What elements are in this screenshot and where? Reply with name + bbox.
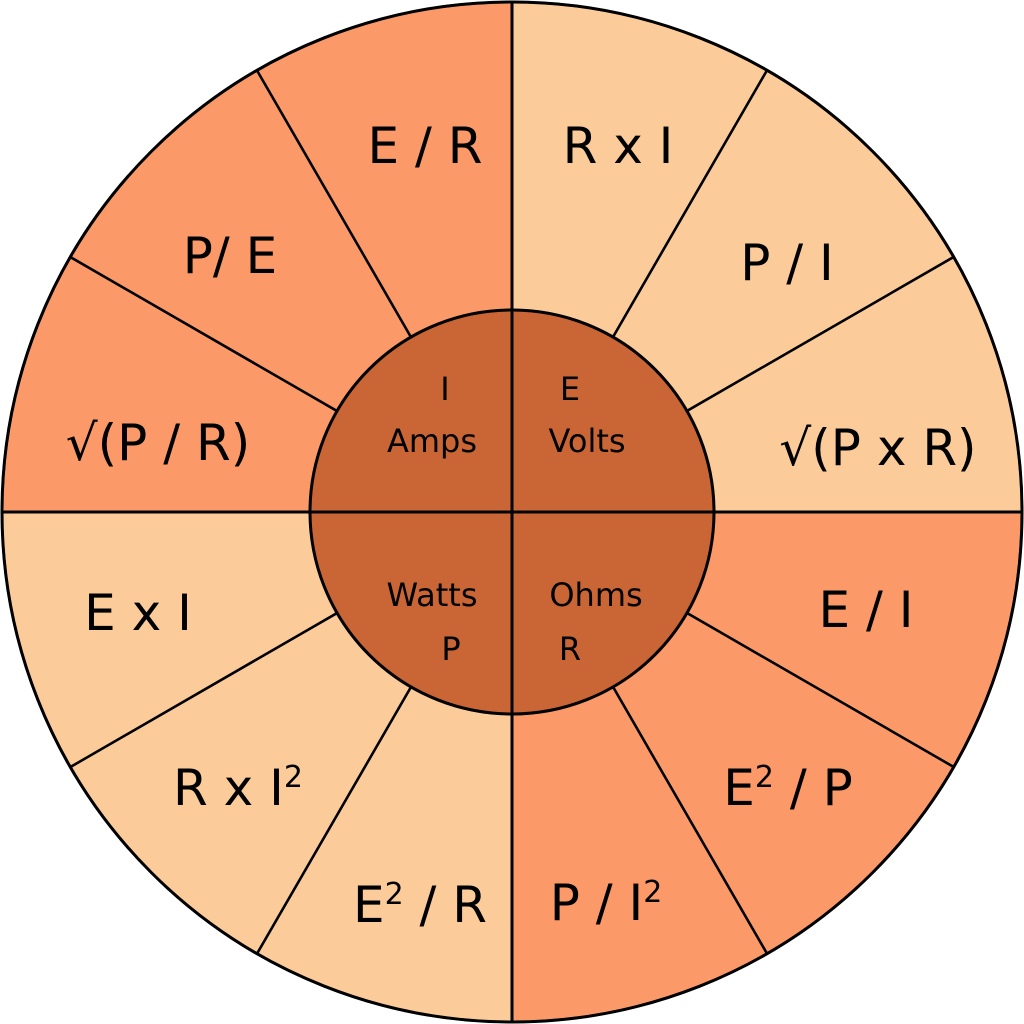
formula-pre: R x I [173, 759, 284, 817]
formula-p-over-i2: P / I2 [550, 874, 663, 932]
formula-rest: / P [774, 759, 853, 817]
formula-e2-over-r: E2 / R [353, 876, 487, 934]
ohms-unit: Ohms [549, 576, 642, 614]
formula-r-x-i2: R x I2 [173, 759, 303, 817]
ohms-symbol: R [559, 630, 581, 668]
formula-base: E [723, 759, 755, 817]
watts-unit: Watts [387, 576, 478, 614]
formula-r-x-i: R x I [563, 117, 674, 175]
formula-exponent: 2 [284, 760, 303, 795]
sqrt-symbol: √ [66, 414, 98, 472]
formula-base: E [353, 876, 385, 934]
formula-exponent: 2 [755, 760, 774, 795]
formula-p-over-i: P / I [740, 234, 834, 292]
formula-e-x-i: E x I [84, 584, 192, 642]
formula-e-over-r: E / R [368, 117, 483, 175]
formula-p-over-e: P/ E [183, 227, 277, 285]
formula-e-over-i: E / I [819, 581, 914, 639]
formula-exponent: 2 [385, 877, 404, 912]
formula-sqrt-p-x-r: √(P x R) [779, 419, 976, 477]
formula-pre: P / I [550, 874, 644, 932]
sqrt-expression: (P x R) [811, 419, 976, 477]
amps-unit: Amps [387, 422, 477, 460]
formula-sqrt-p-over-r: √(P / R) [66, 414, 250, 472]
formula-exponent: 2 [643, 875, 662, 910]
sqrt-expression: (P / R) [98, 414, 251, 472]
watts-symbol: P [441, 630, 460, 668]
formula-e2-over-p: E2 / P [723, 759, 852, 817]
volts-symbol: E [560, 370, 580, 408]
sqrt-symbol: √ [779, 419, 811, 477]
volts-unit: Volts [548, 422, 625, 460]
formula-rest: / R [404, 876, 487, 934]
amps-symbol: I [440, 370, 449, 408]
